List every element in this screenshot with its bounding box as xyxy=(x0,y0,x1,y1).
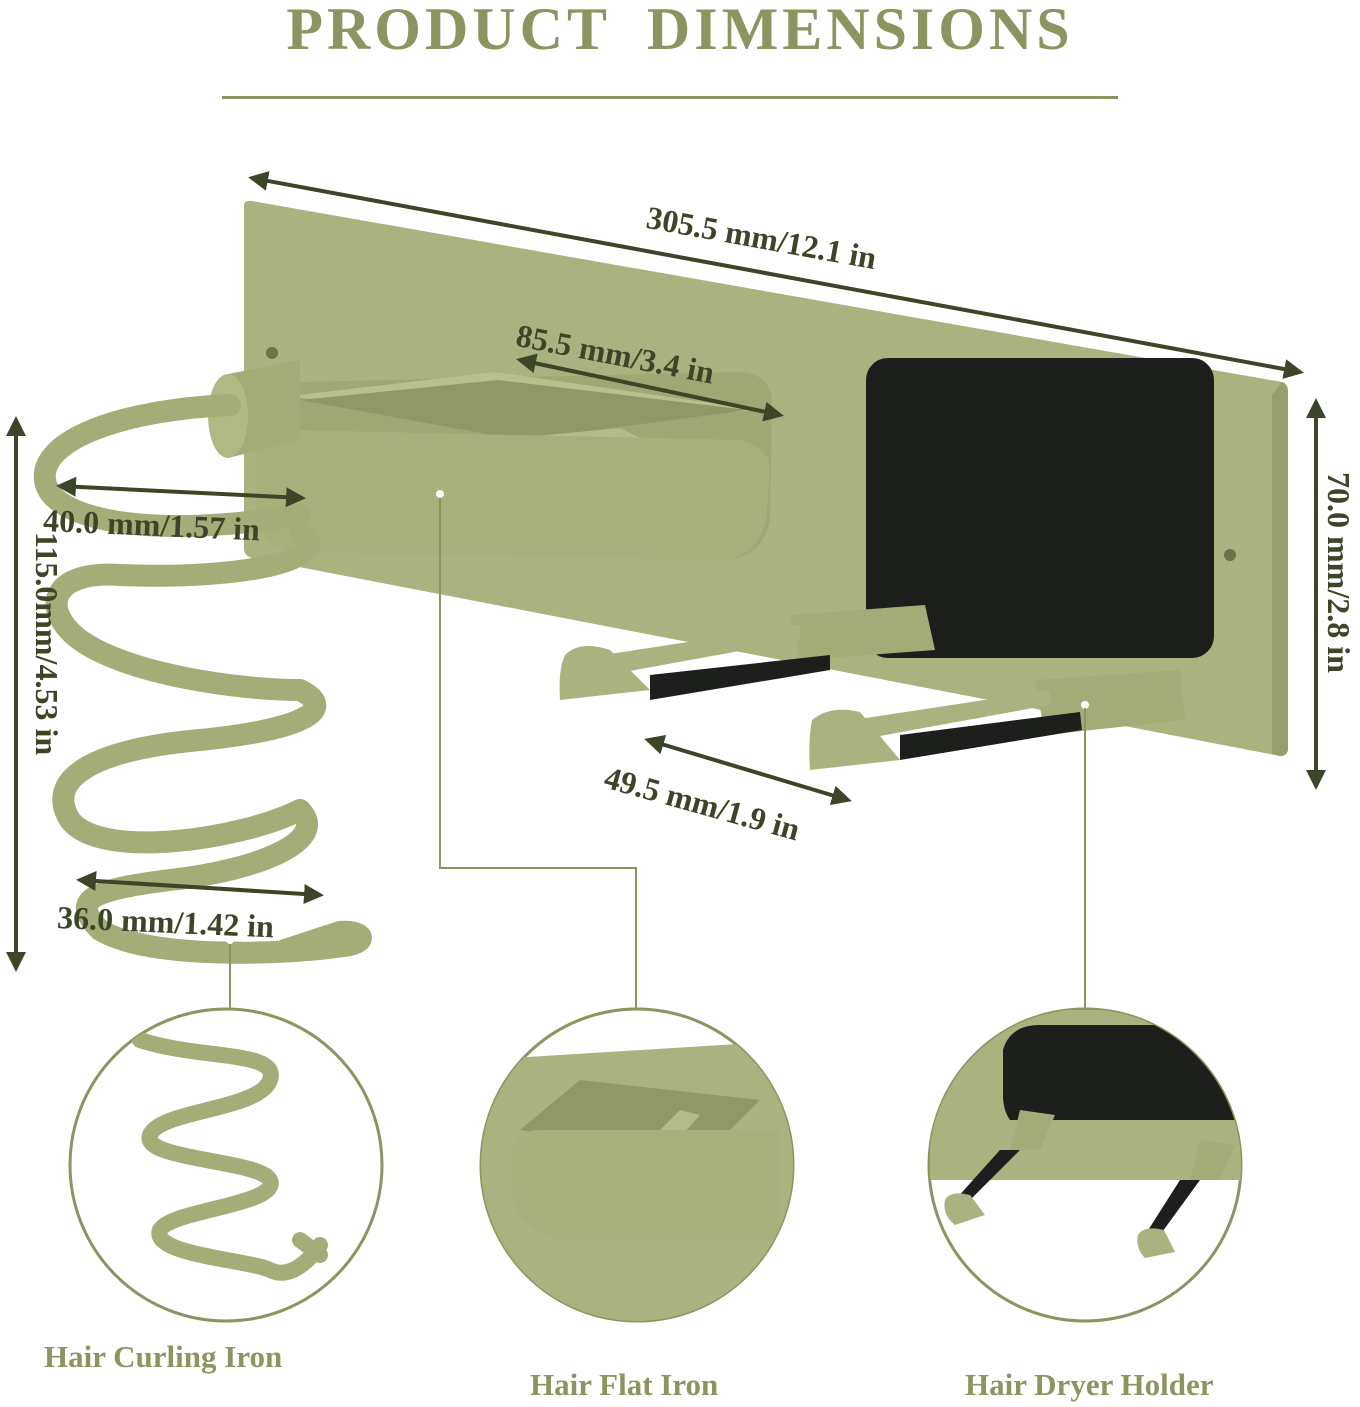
curling-iron-coil xyxy=(33,394,372,964)
callout-lines xyxy=(229,498,1086,1018)
dimension-arrows xyxy=(6,171,1326,972)
coil-height-label: 115.0mm/4.53 in xyxy=(29,532,65,756)
caption-flat-iron: Hair Flat Iron xyxy=(530,1367,719,1402)
detail-dryer-holder xyxy=(927,1007,1243,1323)
page-title: PRODUCT DIMENSIONS xyxy=(286,0,1074,62)
detail-flat-iron xyxy=(479,1007,795,1323)
panel-height-label: 70.0 mm/2.8 in xyxy=(1321,472,1357,673)
dryer-hooks xyxy=(559,605,1185,770)
caption-curling-iron: Hair Curling Iron xyxy=(44,1339,283,1374)
caption-dryer-holder: Hair Dryer Holder xyxy=(965,1367,1214,1402)
black-pad xyxy=(866,358,1214,658)
flat-iron-tray xyxy=(256,372,772,560)
title-divider xyxy=(222,96,1118,99)
detail-curling-iron xyxy=(68,1007,384,1323)
